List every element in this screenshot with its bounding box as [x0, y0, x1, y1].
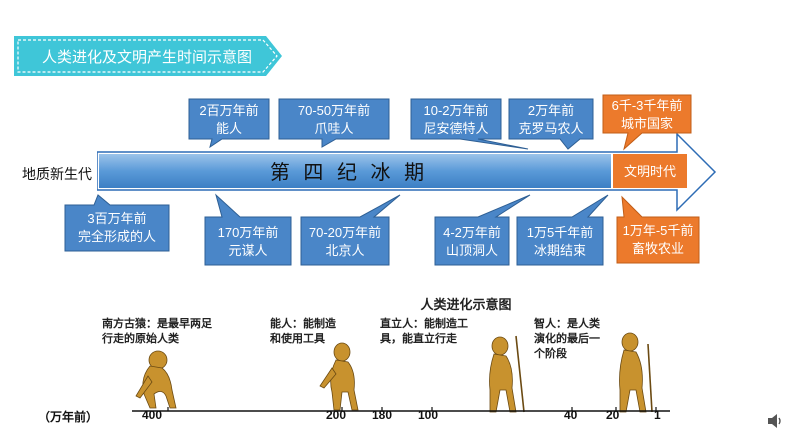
stage-name: 智人：	[534, 317, 567, 330]
speaker-icon[interactable]	[766, 412, 784, 435]
scale-tick: 200	[326, 408, 347, 422]
callout-box: 6千-3千年前城市国家	[602, 94, 692, 151]
era-label: 地质新生代	[22, 166, 92, 182]
callout-text: 2百万年前能人	[199, 103, 259, 136]
timeline-arrow: 第 四 纪 冰 期 文明时代	[96, 130, 717, 220]
stage-label: 智人：是人类演化的最后一个阶段	[534, 316, 608, 361]
scale-unit: （万年前）	[38, 410, 99, 424]
stage-desc: 是人类演化的最后一个阶段	[534, 317, 600, 360]
scale-tick: 400	[142, 408, 163, 422]
evolution-figure: 人类进化示意图 南方古猿：是最早两足行走的原始人类 能人：能制造和使用工具 直立…	[38, 296, 676, 426]
ice-age-label: 第 四 纪 冰 期	[270, 161, 428, 184]
callout-box: 2万年前克罗马农人	[508, 98, 594, 150]
callout-text: 1万5千年前冰期结束	[526, 225, 594, 258]
callout-text: 4-2万年前山顶洞人	[443, 225, 501, 258]
callout-box: 2百万年前能人	[188, 98, 270, 149]
civilization-label: 文明时代	[624, 164, 676, 179]
stage-name: 南方古猿：	[102, 317, 157, 330]
callout-text: 70-50万年前爪哇人	[297, 103, 371, 136]
scale-tick: 100	[418, 408, 439, 422]
stage-name: 能人：	[270, 317, 303, 330]
callout-text: 70-20万年前北京人	[308, 225, 382, 258]
scale-tick: 20	[606, 408, 620, 422]
stage-label: 能人：能制造和使用工具	[270, 316, 336, 346]
stage-name: 直立人：	[380, 317, 424, 330]
callout-text: 10-2万年前尼安德特人	[423, 103, 489, 136]
stage-desc: 能制造和使用工具	[270, 317, 336, 345]
callout-box: 70-50万年前爪哇人	[278, 98, 390, 148]
callout-box: 3百万年前完全形成的人	[64, 194, 170, 260]
callout-text: 170万年前元谋人	[217, 225, 279, 258]
title-banner: 人类进化及文明产生时间示意图	[14, 36, 282, 76]
callout-box: 4-2万年前山顶洞人	[434, 194, 531, 266]
scale-tick: 1	[654, 408, 661, 422]
callout-box: 170万年前元谋人	[204, 193, 292, 266]
callout-box: 1万年-5千前畜牧农业	[616, 195, 700, 264]
stage-label: 南方古猿：是最早两足行走的原始人类	[102, 316, 220, 346]
stage-label: 直立人：能制造工具，能直立行走	[380, 316, 476, 346]
callout-box: 1万5千年前冰期结束	[516, 194, 609, 266]
stage-desc: 是最早两足行走的原始人类	[102, 317, 212, 345]
callout-text: 3百万年前完全形成的人	[77, 211, 156, 244]
callout-box: 10-2万年前尼安德特人	[410, 98, 529, 150]
stage-desc: 能制造工具，能直立行走	[380, 317, 468, 345]
evolution-title: 人类进化示意图	[420, 297, 512, 312]
callout-text: 1万年-5千前畜牧农业	[622, 223, 694, 256]
hominid-silhouettes	[132, 332, 670, 413]
scale-tick: 180	[372, 408, 393, 422]
callout-box: 70-20万年前北京人	[300, 194, 401, 266]
callout-text: 2万年前克罗马农人	[518, 103, 584, 136]
page-title: 人类进化及文明产生时间示意图	[42, 49, 253, 66]
callout-text: 6千-3千年前城市国家	[611, 98, 683, 131]
scale-tick: 40	[564, 408, 578, 422]
